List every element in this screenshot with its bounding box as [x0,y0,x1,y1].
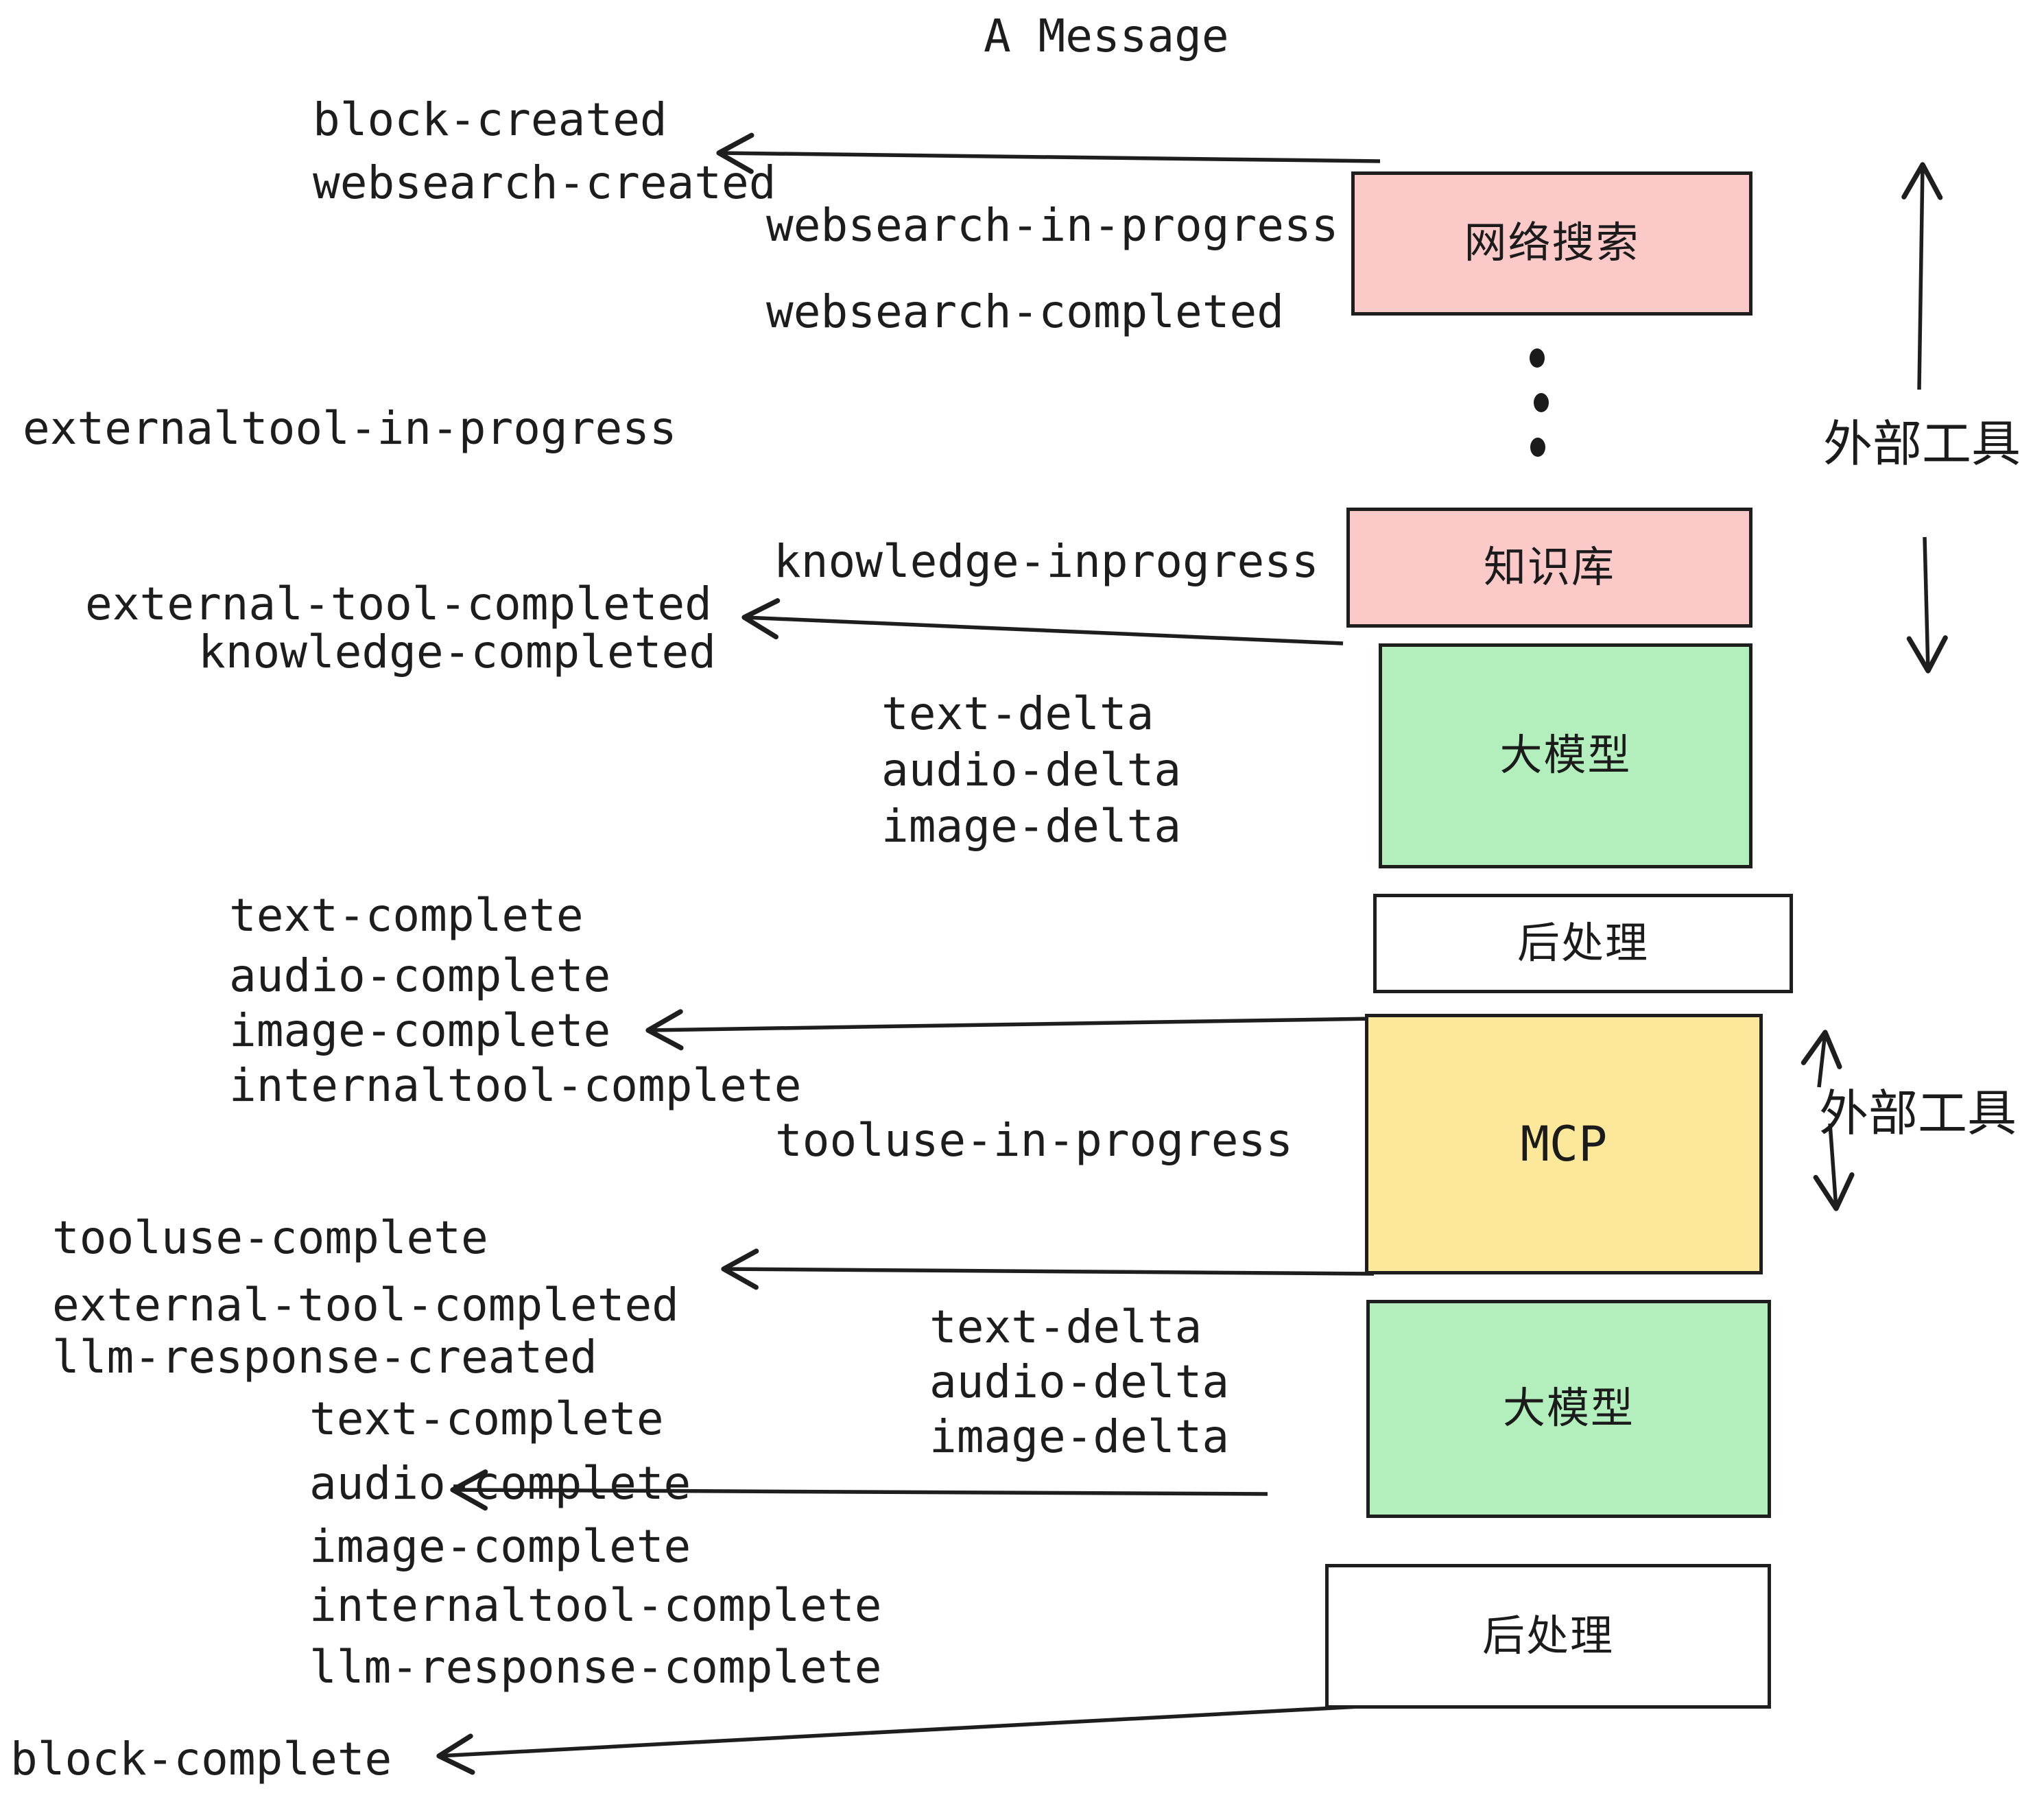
box-postprocess-2-label: 后处理 [1482,1612,1614,1660]
event-tooluse-in-progress: tooluse-in-progress [775,1114,1293,1167]
box-llm-2-label: 大模型 [1502,1385,1635,1432]
event-audio-delta-1: audio-delta [881,744,1182,796]
diagram-title: A Message [984,10,1229,62]
event-image-complete-1: image-complete [229,1004,611,1057]
event-text-complete-2: text-complete [309,1392,664,1445]
event-block-created: block-created [313,93,667,146]
arrow-to-knowledge-completed [741,598,1344,645]
box-websearch: 网络搜索 [1351,171,1752,316]
box-llm-2: 大模型 [1366,1300,1771,1518]
event-audio-complete-2: audio-complete [309,1457,691,1510]
external-tools-label-1: 外部工具 [1823,417,2021,472]
box-postprocess-1-label: 后处理 [1517,919,1649,967]
event-audio-complete-1: audio-complete [229,949,611,1002]
event-internaltool-complete-2: internaltool-complete [309,1579,882,1632]
arrow-to-block-complete [436,1704,1372,1775]
event-audio-delta-2: audio-delta [929,1355,1230,1408]
box-postprocess-1: 后处理 [1373,894,1793,993]
event-text-delta-2: text-delta [929,1301,1202,1353]
box-llm-1: 大模型 [1379,643,1752,868]
box-llm-1-label: 大模型 [1499,732,1632,779]
box-knowledge-label: 知识库 [1483,543,1615,591]
external-tools-up-arrow [1901,162,1943,390]
box-websearch-label: 网络搜索 [1464,219,1640,267]
event-websearch-completed: websearch-completed [766,285,1284,338]
event-block-complete: block-complete [10,1733,392,1785]
event-externaltool-in-progress: externaltool-in-progress [23,402,677,455]
event-websearch-created: websearch-created [313,156,776,209]
external-tools-down-arrow [1906,536,1948,674]
event-knowledge-completed: knowledge-completed [198,626,716,678]
external-tools-label-2: 外部工具 [1819,1087,2017,1141]
arrow-to-image-complete [645,1009,1375,1051]
box-mcp: MCP [1365,1014,1763,1274]
ellipsis-dots [1530,348,1549,457]
box-knowledge: 知识库 [1346,508,1752,628]
event-llm-response-complete: llm-response-complete [309,1641,882,1694]
event-text-complete-1: text-complete [229,889,584,942]
arrow-to-block-created [716,132,1381,174]
box-postprocess-2: 后处理 [1325,1564,1771,1709]
box-mcp-label: MCP [1520,1116,1608,1172]
event-image-delta-2: image-delta [929,1410,1230,1463]
event-image-delta-1: image-delta [881,800,1182,853]
event-text-delta-1: text-delta [881,687,1154,740]
event-external-tool-completed-2: external-tool-completed [52,1279,679,1331]
event-internaltool-complete-1: internaltool-complete [229,1059,802,1112]
arrow-to-tooluse-complete [721,1248,1375,1290]
event-llm-response-created: llm-response-created [52,1331,597,1384]
event-tooluse-complete: tooluse-complete [52,1211,488,1264]
external-tools-up-arrow-2 [1801,1030,1842,1088]
event-image-complete-2: image-complete [309,1520,691,1573]
event-knowledge-inprogress: knowledge-inprogress [774,535,1319,588]
event-websearch-in-progress: websearch-in-progress [766,199,1339,252]
event-external-tool-completed: external-tool-completed [85,578,712,630]
